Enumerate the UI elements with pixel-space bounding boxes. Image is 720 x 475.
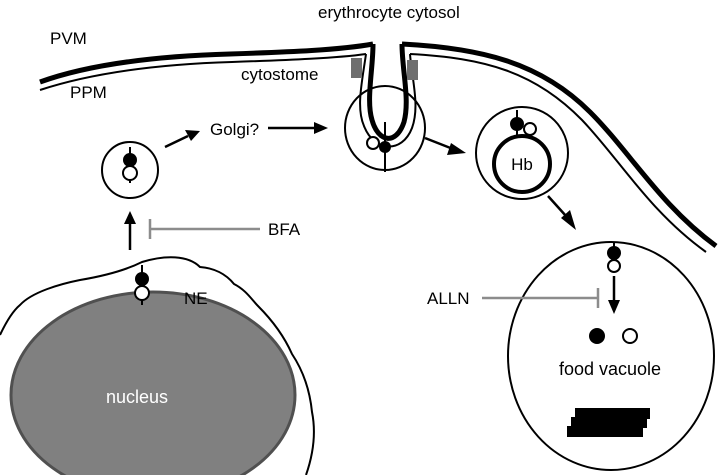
ppm-label: PPM	[70, 83, 107, 102]
alln-label: ALLN	[427, 289, 470, 308]
er-vesicle-filled-circle	[123, 153, 137, 167]
hb-filled-circle	[510, 117, 524, 131]
arrow-cytostome-to-hb	[424, 136, 466, 155]
cytostome-open-circle	[366, 136, 380, 150]
food-vacuole-marker-filled	[607, 246, 621, 260]
nucleus-group: nucleus NE	[0, 256, 315, 475]
hb-inner-vesicle	[492, 134, 552, 194]
pvm-label: PVM	[50, 29, 87, 48]
golgi-label: Golgi?	[210, 120, 259, 139]
food-vacuole-marker-open	[607, 259, 621, 273]
cytostome-collar-right	[407, 60, 418, 80]
released-open-circle	[622, 328, 638, 344]
hb-vesicle: Hb	[475, 106, 569, 200]
arrow-vesicle-to-golgi	[164, 130, 200, 149]
cytostome-label: cytostome	[241, 65, 318, 84]
pvm-membrane-left	[39, 41, 374, 85]
arrow-hb-to-vacuole	[547, 195, 576, 230]
ne-label: NE	[184, 289, 208, 308]
food-vacuole-label: food vacuole	[559, 359, 661, 379]
arrow-ne-to-vesicle	[124, 211, 136, 250]
hemozoin-crystal	[567, 408, 650, 437]
released-filled-circle	[589, 328, 605, 344]
ppm-membrane-left	[39, 53, 367, 91]
nucleus-label: nucleus	[106, 387, 168, 407]
cytosol-label: erythrocyte cytosol	[318, 3, 460, 22]
hb-label: Hb	[511, 155, 533, 174]
alln-inhibitor: ALLN	[427, 288, 600, 308]
cytostome-collar-left	[351, 58, 362, 78]
nuclear-envelope	[0, 256, 315, 475]
arrow-vacuole-release	[608, 276, 620, 314]
bfa-label: BFA	[268, 220, 301, 239]
pvm-membrane-right	[401, 41, 718, 249]
hb-vesicle-membrane	[475, 106, 569, 200]
nucleus	[9, 290, 297, 475]
er-vesicle	[101, 141, 159, 199]
ne-filled-circle	[135, 272, 149, 286]
hb-open-circle	[523, 122, 537, 136]
food-vacuole-membrane	[507, 241, 715, 471]
food-vacuole: food vacuole	[507, 241, 715, 471]
parasite-membranes	[39, 41, 718, 253]
ppm-membrane-right	[409, 53, 707, 253]
ne-open-circle	[134, 285, 150, 301]
er-vesicle-open-circle	[122, 165, 138, 181]
cytostome-outer-membrane	[367, 43, 409, 141]
arrow-golgi-to-cytostome	[268, 122, 328, 134]
arrows	[124, 122, 620, 314]
cytostome	[344, 43, 426, 172]
cytostome-filled-circle	[379, 141, 391, 153]
bfa-inhibitor: BFA	[148, 219, 301, 239]
er-vesicle-membrane	[101, 141, 159, 199]
